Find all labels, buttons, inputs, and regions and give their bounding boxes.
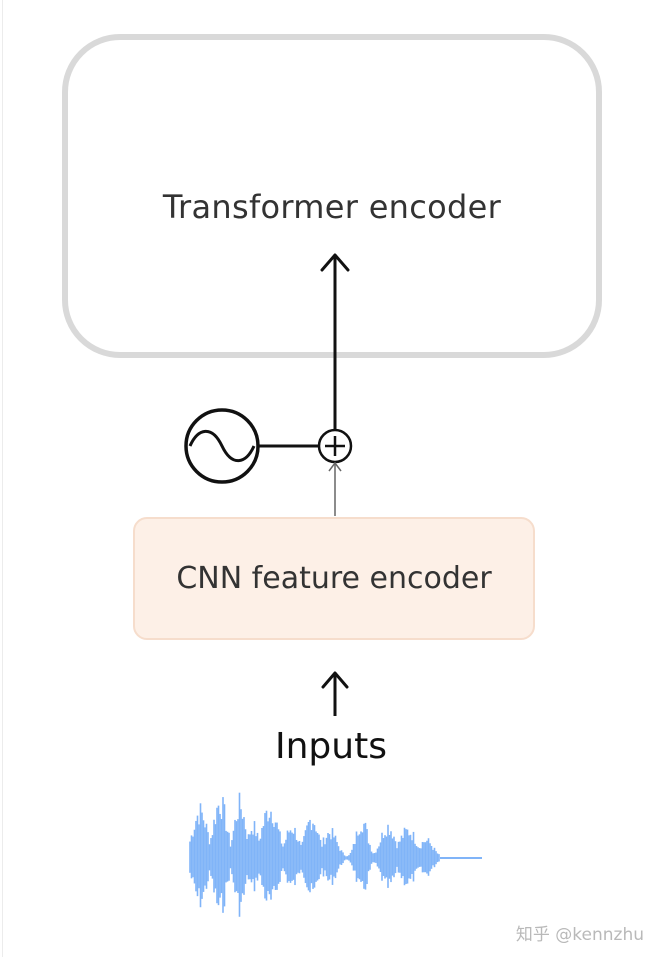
audio-waveform xyxy=(189,792,482,917)
inputs-label: Inputs xyxy=(275,726,387,767)
cnn-feature-encoder-label: CNN feature encoder xyxy=(176,561,492,596)
arrow-to-transformer xyxy=(320,253,350,430)
watermark: 知乎 @kennzhu xyxy=(515,925,644,945)
arrow-inputs-to-cnn xyxy=(321,671,349,716)
transformer-encoder-box: Transformer encoder xyxy=(62,34,602,358)
cnn-feature-encoder-box: CNN feature encoder xyxy=(133,517,535,640)
sine-wave-circle-icon xyxy=(184,408,260,484)
plus-circle-icon xyxy=(317,428,353,464)
transformer-encoder-label: Transformer encoder xyxy=(162,188,502,226)
arrow-cnn-to-sum xyxy=(328,461,342,516)
frame-edge xyxy=(2,0,3,957)
